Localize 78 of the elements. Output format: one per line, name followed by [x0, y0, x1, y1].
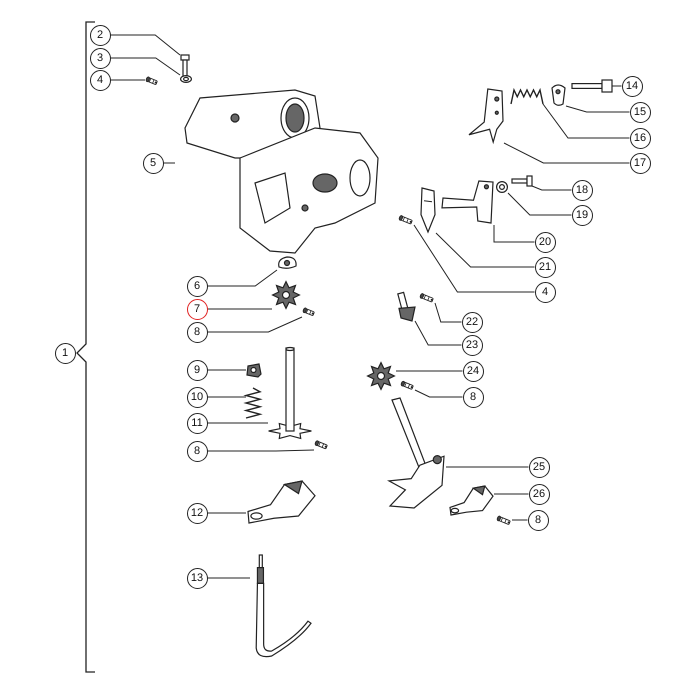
leader-line — [414, 320, 462, 346]
callout-number: 19 — [572, 204, 592, 226]
gear-drawing — [272, 280, 300, 310]
leader-line — [504, 142, 630, 164]
bolt-drawing — [572, 80, 612, 92]
callout-number: 16 — [630, 128, 650, 148]
callout-number: 22 — [462, 312, 482, 332]
callout-number: 5 — [142, 152, 164, 174]
callout-number: 8 — [528, 510, 548, 530]
callout-number: 9 — [186, 360, 208, 380]
callout-number: 1 — [54, 342, 76, 364]
callout-number: 13 — [186, 568, 208, 588]
plate-drawing — [420, 187, 436, 233]
lever-drawing — [246, 480, 316, 525]
leader-line — [163, 162, 176, 164]
leader-line — [396, 370, 463, 372]
callout-number: 25 — [528, 456, 550, 478]
bolt-drawing — [397, 293, 415, 321]
leader-line — [207, 512, 246, 514]
pin-drawing — [314, 440, 329, 450]
leader-line — [207, 308, 272, 310]
leader-line — [494, 224, 535, 242]
plate-drawing — [550, 84, 566, 106]
lever-drawing — [440, 180, 494, 225]
cap-drawing — [277, 256, 297, 270]
nut-drawing — [246, 363, 261, 377]
pin-drawing — [496, 516, 512, 525]
callout-number: 4 — [534, 282, 556, 302]
spring-drawing — [246, 388, 260, 418]
callout-number: 10 — [186, 386, 208, 408]
leader-line — [542, 104, 630, 138]
pin-drawing — [419, 293, 435, 303]
leader-line — [207, 450, 314, 452]
leader-line — [110, 58, 180, 76]
callout-number: 20 — [534, 232, 556, 252]
spring-drawing — [511, 88, 543, 104]
callout-number: 8 — [462, 386, 484, 408]
callout-number: 11 — [186, 412, 208, 434]
callout-number: 23 — [462, 334, 482, 356]
callout-number: 12 — [186, 502, 208, 524]
leader-line — [414, 224, 535, 292]
leader-line — [207, 316, 302, 332]
leader-line — [110, 34, 180, 56]
callout-number: 24 — [462, 360, 484, 382]
leader-line — [532, 186, 572, 190]
callout-number: 14 — [622, 76, 642, 96]
pin-drawing — [400, 381, 415, 390]
callout-number: 8 — [186, 322, 208, 342]
leader-line — [566, 106, 630, 112]
leader-line — [446, 466, 529, 468]
callout-number: 21 — [534, 256, 556, 278]
bolt-drawing — [512, 176, 532, 186]
leader-line — [414, 390, 463, 398]
callout-number: 3 — [90, 48, 110, 68]
callout-number: 4 — [90, 70, 110, 90]
fork-drawing — [388, 398, 446, 510]
callout-number: 17 — [630, 152, 650, 174]
leader-line — [207, 422, 268, 424]
leader-line — [436, 232, 535, 268]
leader-line — [207, 396, 246, 398]
pin-drawing — [302, 307, 316, 317]
pin-drawing — [145, 76, 159, 86]
callout-number: 2 — [90, 24, 110, 46]
callout-number: 26 — [528, 484, 550, 504]
pin-drawing — [398, 215, 414, 225]
callout-number: 15 — [630, 102, 650, 122]
callout-number: 8 — [186, 440, 208, 462]
leader-line — [207, 270, 278, 286]
washer-drawing — [180, 75, 192, 83]
gear-drawing — [366, 362, 396, 390]
callout-number: 7 — [186, 298, 208, 320]
leader-line — [508, 192, 572, 216]
fork-drawing — [468, 88, 504, 143]
callout-number: 6 — [186, 276, 208, 296]
leader-line — [434, 302, 462, 322]
washer-drawing — [496, 181, 508, 193]
lever-drawing — [448, 485, 494, 517]
callout-number: 18 — [572, 180, 592, 200]
